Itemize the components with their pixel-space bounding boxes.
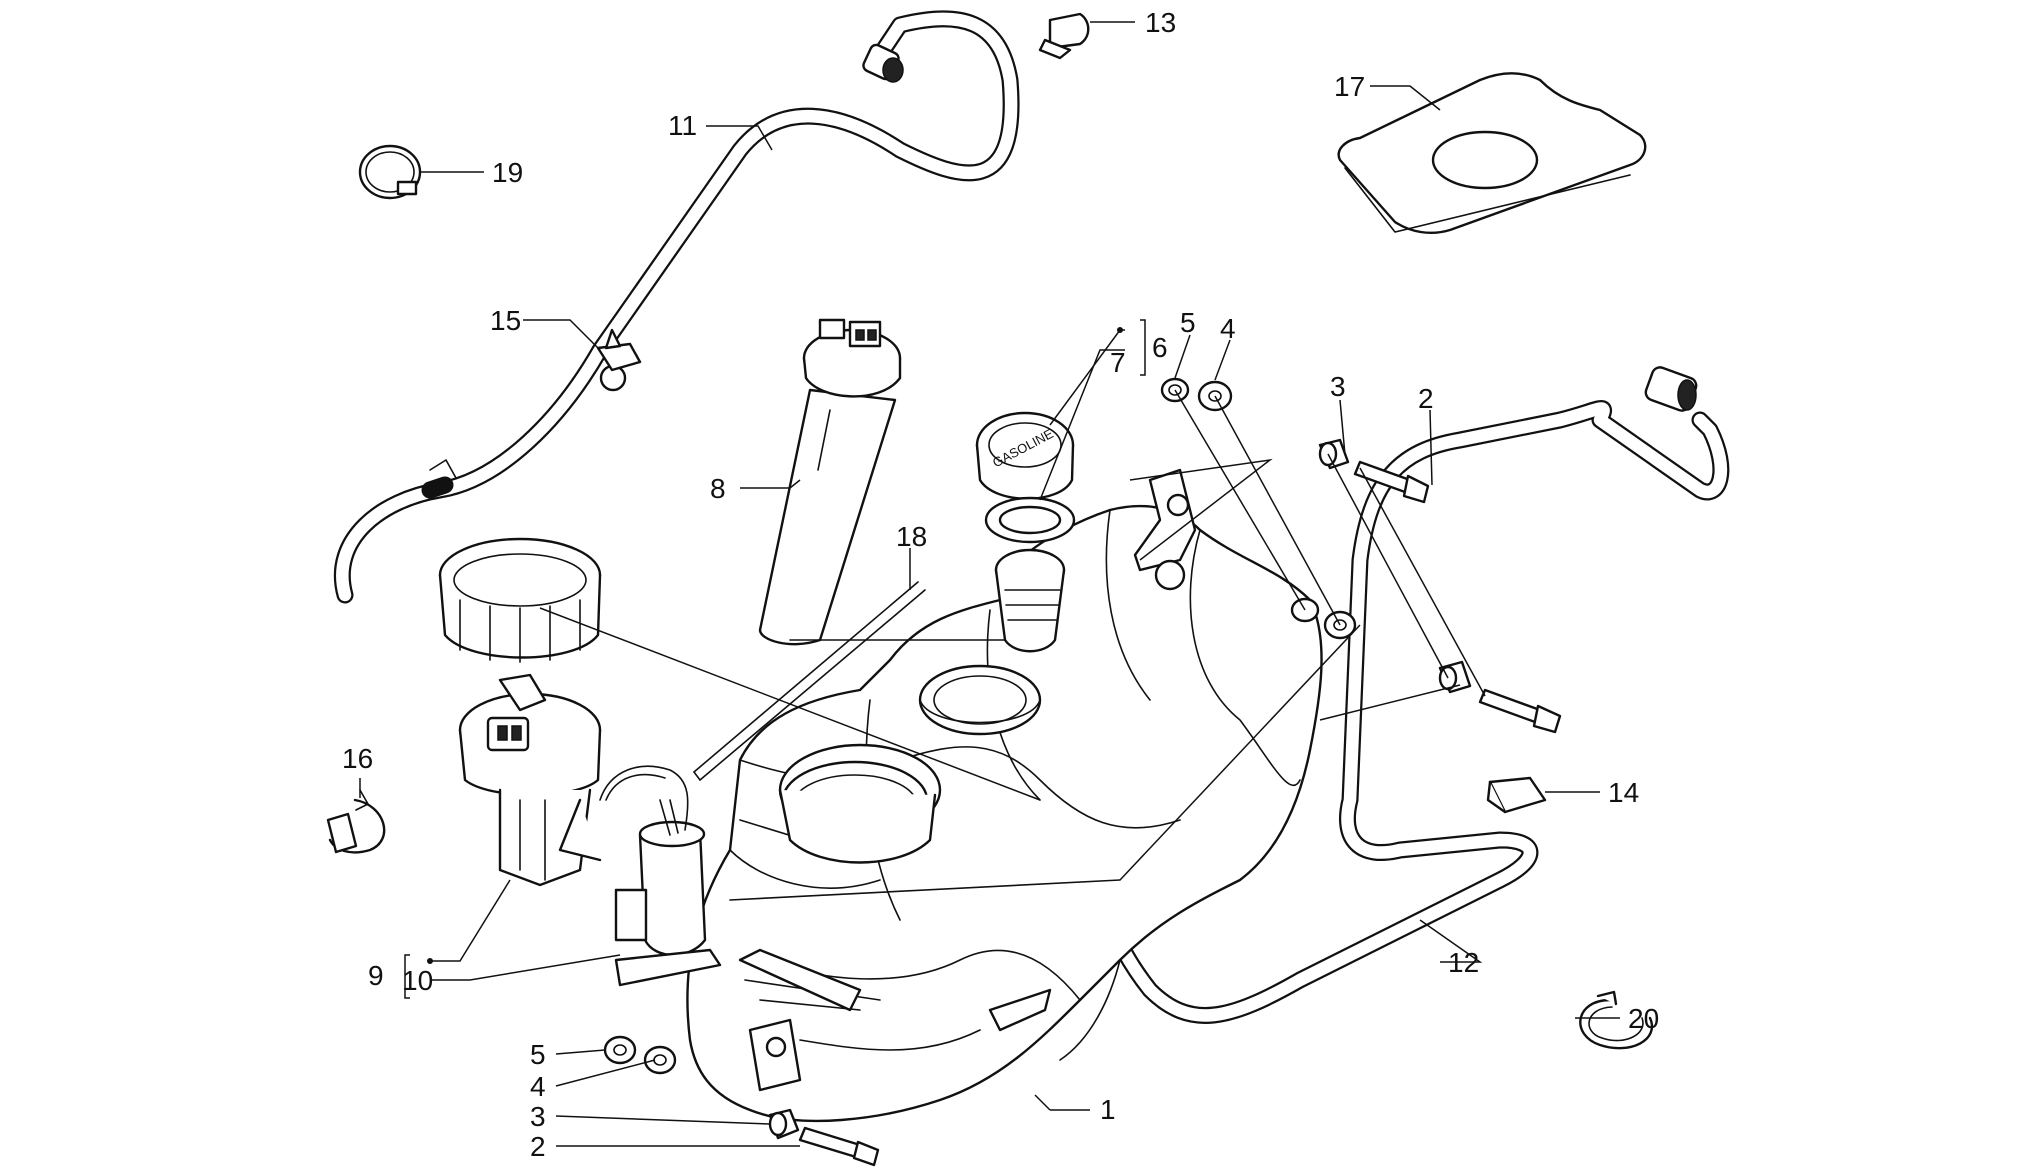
callout-leaders	[359, 21, 1620, 1147]
callout-9: 9	[368, 960, 384, 991]
fastener-bolt-2-mid	[1478, 688, 1562, 734]
fastener-washer-4-lower	[643, 1045, 677, 1075]
part-18-breather-pipe	[693, 581, 926, 781]
part-19-hose-clamp	[358, 144, 422, 200]
callout-labels: 1 2 2 3 3 4 4 5 5 6 7 8 9 10 11 12 13 14…	[342, 7, 1659, 1162]
part-12-hose	[1071, 366, 1730, 1024]
callout-18: 18	[896, 521, 927, 552]
part-8-fuel-level-sender	[758, 318, 1051, 646]
callout-2-upper: 2	[1418, 383, 1434, 414]
callout-3-upper: 3	[1330, 371, 1346, 402]
callout-3-lower: 3	[530, 1101, 546, 1132]
fastener-spacer-3-lower	[768, 1108, 800, 1140]
callout-12: 12	[1448, 947, 1479, 978]
fastener-nut-5-lower	[603, 1035, 637, 1065]
hose-end-fitting	[1644, 366, 1698, 412]
part-11-vent-hose	[333, 10, 1020, 604]
callout-7: 7	[1110, 347, 1126, 378]
callout-dot	[427, 958, 433, 964]
callout-5-lower: 5	[530, 1039, 546, 1070]
filler-neck-insert	[994, 548, 1066, 653]
callout-10: 10	[402, 965, 433, 996]
callout-13: 13	[1145, 7, 1176, 38]
part-pump-lock-ring	[438, 537, 602, 663]
fastener-bolt-2-upper	[1353, 460, 1430, 504]
callout-4-lower: 4	[530, 1071, 546, 1102]
part-9-fuel-pump	[458, 673, 722, 987]
callout-19: 19	[492, 157, 523, 188]
hose-end-fitting	[862, 43, 904, 83]
part-16-clip	[326, 789, 386, 854]
callout-2-lower: 2	[530, 1131, 546, 1162]
part-14-clip	[1486, 776, 1547, 814]
fastener-bolt-2-lower	[798, 1126, 880, 1167]
callout-8: 8	[710, 473, 726, 504]
tank-filler-neck	[918, 664, 1042, 736]
fastener-spacer-3-mid	[1438, 660, 1472, 694]
callout-6: 6	[1152, 332, 1168, 363]
part-17-tank-pad	[1337, 72, 1647, 234]
callout-11: 11	[668, 110, 697, 141]
part-15-clip	[596, 328, 642, 392]
tank-pump-opening	[778, 743, 942, 864]
callout-15: 15	[490, 305, 521, 336]
callout-17: 17	[1334, 71, 1365, 102]
part-7-cap-seal	[984, 496, 1076, 544]
callout-dot	[1117, 327, 1123, 333]
callout-5-upper: 5	[1180, 307, 1196, 338]
part-20-hose-clamp	[1579, 990, 1654, 1050]
part-6-fuel-cap: GASOLINE	[975, 411, 1075, 500]
alignment-lines	[539, 389, 1486, 881]
callout-20: 20	[1628, 1003, 1659, 1034]
callout-14: 14	[1608, 777, 1639, 808]
callout-1: 1	[1100, 1094, 1116, 1125]
callout-16: 16	[342, 743, 373, 774]
part-13-hose-clip	[1038, 12, 1090, 60]
callout-4-upper: 4	[1220, 313, 1236, 344]
